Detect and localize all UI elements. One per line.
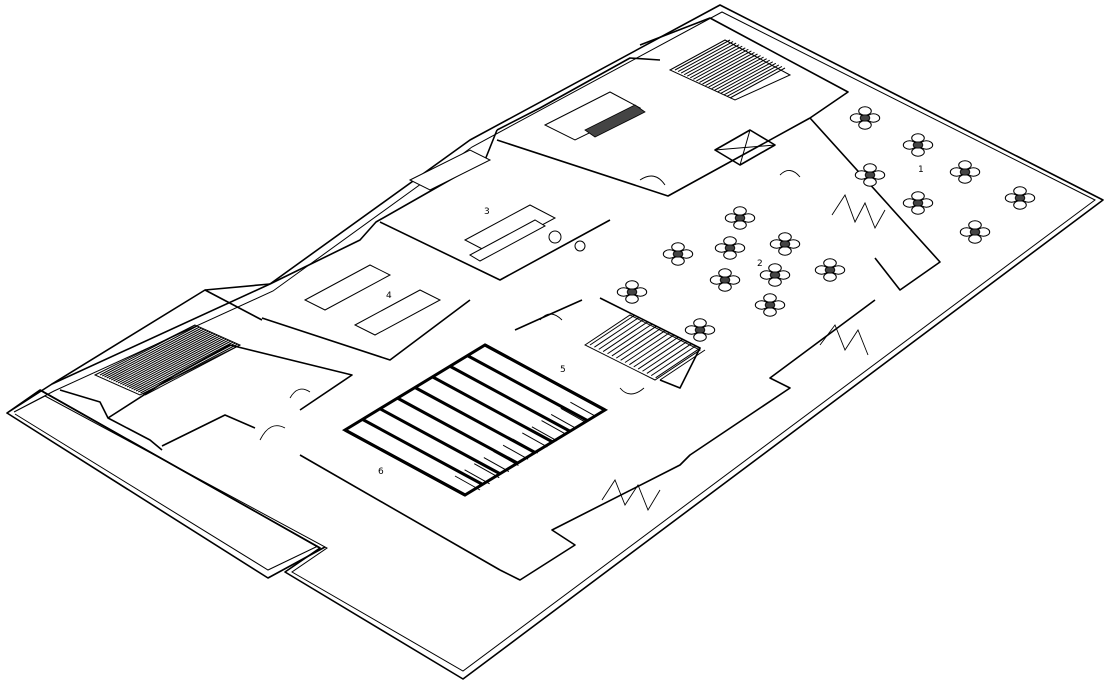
table-cluster bbox=[949, 160, 981, 184]
room-label-2: 2 bbox=[757, 259, 763, 269]
room-label-3: 3 bbox=[484, 207, 490, 217]
table-cluster bbox=[849, 106, 881, 130]
elevator-shaft bbox=[714, 129, 776, 166]
table-cluster bbox=[714, 236, 746, 260]
door-swings bbox=[259, 170, 801, 441]
upper-staircase bbox=[668, 39, 792, 101]
lab-benches bbox=[303, 91, 646, 336]
lower-left-staircase bbox=[93, 324, 242, 396]
table-cluster bbox=[902, 133, 934, 157]
building-outline bbox=[6, 4, 1104, 680]
table-cluster bbox=[724, 206, 756, 230]
cafe-table-groups bbox=[616, 106, 1036, 342]
table-cluster bbox=[662, 242, 694, 266]
auditorium-seating bbox=[341, 343, 609, 497]
table-cluster bbox=[902, 191, 934, 215]
table-cluster bbox=[959, 220, 991, 244]
table-cluster bbox=[616, 280, 648, 304]
table-cluster bbox=[759, 263, 791, 287]
interior-walls bbox=[51, 17, 941, 581]
table-cluster bbox=[684, 318, 716, 342]
table-cluster bbox=[854, 163, 886, 187]
room-labels: 1 2 3 4 5 6 bbox=[378, 165, 924, 477]
room-label-6: 6 bbox=[378, 467, 384, 477]
glazing-marks bbox=[601, 194, 886, 512]
table-cluster bbox=[709, 268, 741, 292]
table-cluster bbox=[1004, 186, 1036, 210]
room-label-4: 4 bbox=[386, 291, 392, 301]
table-cluster bbox=[814, 258, 846, 282]
central-staircase bbox=[584, 314, 706, 381]
room-label-5: 5 bbox=[560, 365, 566, 375]
table-cluster bbox=[769, 232, 801, 256]
table-cluster bbox=[754, 293, 786, 317]
room-label-1: 1 bbox=[918, 165, 924, 175]
